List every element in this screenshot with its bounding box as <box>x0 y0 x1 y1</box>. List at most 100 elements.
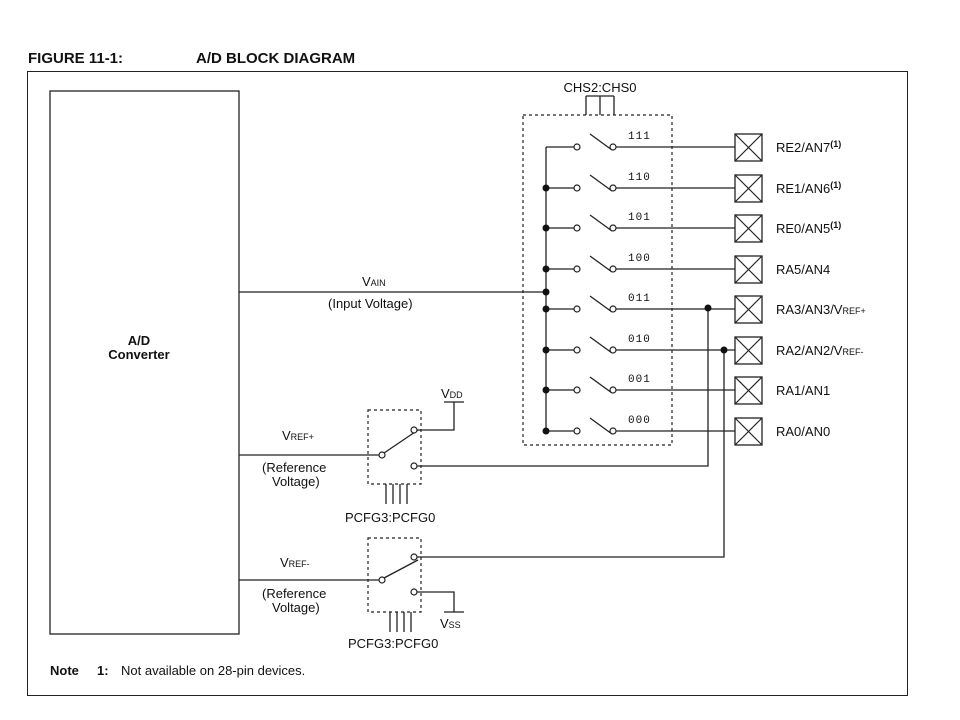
vref-minus-label: VREF- <box>280 555 310 570</box>
switch-left-contact <box>573 427 581 435</box>
switch-left-contact <box>573 386 581 394</box>
figure-frame <box>27 71 908 696</box>
vref-minus-pin-contact <box>410 553 418 561</box>
vref-plus-common-contact <box>378 451 386 459</box>
bus-junction-dot <box>542 184 550 192</box>
vref-minus-switch-box <box>367 537 422 613</box>
channel-rows: 111RE2/AN7(1)110RE1/AN6(1)101RE0/AN5(1)1… <box>546 131 866 446</box>
channel-code: 001 <box>628 374 651 386</box>
vref-plus-desc-2: Voltage) <box>272 474 320 489</box>
channel-code: 101 <box>628 212 651 224</box>
note-number: 1: <box>97 663 109 678</box>
pcfg-lower-bus <box>389 612 412 632</box>
ra2-vref-junction <box>720 346 728 354</box>
pin-label: RE1/AN6(1) <box>776 180 841 196</box>
pcfg-lower-label: PCFG3:PCFG0 <box>348 636 438 651</box>
vref-plus-label: VREF+ <box>282 428 314 443</box>
channel-code: 000 <box>628 415 651 427</box>
vain-description: (Input Voltage) <box>328 296 413 311</box>
switch-left-contact <box>573 143 581 151</box>
figure-title: A/D BLOCK DIAGRAM <box>196 50 356 67</box>
vref-minus-vss-contact <box>410 588 418 596</box>
switch-blade <box>589 133 613 151</box>
switch-left-contact <box>573 224 581 232</box>
bus-junction-dot <box>542 346 550 354</box>
vref-plus-switch-box <box>367 409 422 485</box>
vref-plus-switch-blade <box>383 429 419 454</box>
ra3-vref-junction <box>704 304 712 312</box>
vss-label: VSS <box>440 616 461 631</box>
channel-code: 100 <box>628 253 651 265</box>
channel-code: 110 <box>628 172 651 184</box>
pin-box-cross <box>734 295 763 324</box>
vref-minus-switch-blade <box>383 559 419 579</box>
switch-right-contact <box>609 143 617 151</box>
pin-box-cross <box>734 417 763 446</box>
bus-junction-dot <box>542 265 550 273</box>
figure-number: FIGURE 11-1: <box>28 50 124 67</box>
switch-blade <box>589 417 613 435</box>
switch-right-contact <box>609 184 617 192</box>
vain-label: VAIN <box>362 274 386 289</box>
vref-plus-to-ra3-wire <box>417 308 709 467</box>
switch-left-contact <box>573 184 581 192</box>
pin-box-cross <box>734 174 763 203</box>
note-prefix: Note <box>50 663 79 678</box>
analog-mux-box <box>522 114 673 446</box>
switch-blade <box>589 174 613 192</box>
pin-label: RA0/AN0 <box>776 424 830 439</box>
pin-box-cross <box>734 336 763 365</box>
switch-blade <box>589 295 613 313</box>
chs-label: CHS2:CHS0 <box>564 80 637 95</box>
switch-blade <box>589 255 613 273</box>
pin-label: RE0/AN5(1) <box>776 220 841 236</box>
pin-label: RA2/AN2/VREF- <box>776 343 863 358</box>
pcfg-upper-bus <box>385 484 408 504</box>
pin-label: RA3/AN3/VREF+ <box>776 302 866 317</box>
pin-label: RE2/AN7(1) <box>776 139 841 155</box>
switch-blade <box>589 336 613 354</box>
switch-right-contact <box>609 386 617 394</box>
channel-code: 010 <box>628 334 651 346</box>
pin-box-cross <box>734 376 763 405</box>
switch-left-contact <box>573 346 581 354</box>
vdd-label: VDD <box>441 386 463 401</box>
bus-junction-dot <box>542 386 550 394</box>
vref-plus-pin-contact <box>410 462 418 470</box>
switch-blade <box>589 214 613 232</box>
converter-line1: A/D <box>128 333 150 348</box>
pin-label: RA5/AN4 <box>776 262 830 277</box>
switch-left-contact <box>573 265 581 273</box>
switch-left-contact <box>573 305 581 313</box>
bus-junction-dot <box>542 427 550 435</box>
pin-label: RA1/AN1 <box>776 383 830 398</box>
ad-converter-block <box>49 90 240 635</box>
vref-plus-vdd-contact <box>410 426 418 434</box>
vss-wire <box>417 591 455 612</box>
pcfg-upper-label: PCFG3:PCFG0 <box>345 510 435 525</box>
bus-junction-dot <box>542 305 550 313</box>
bus-junctions <box>542 184 550 435</box>
switch-right-contact <box>609 305 617 313</box>
vdd-wire <box>417 402 455 431</box>
channel-code: 111 <box>628 131 651 143</box>
note-text: Not available on 28-pin devices. <box>121 663 305 678</box>
vref-minus-to-ra2-wire <box>417 350 725 558</box>
switch-right-contact <box>609 346 617 354</box>
vain-junction-dot <box>542 288 550 296</box>
switch-right-contact <box>609 427 617 435</box>
vref-plus-desc-1: (Reference <box>262 460 326 475</box>
pin-box-cross <box>734 214 763 243</box>
converter-line2: Converter <box>108 347 169 362</box>
switch-right-contact <box>609 224 617 232</box>
pin-box-cross <box>734 133 763 162</box>
